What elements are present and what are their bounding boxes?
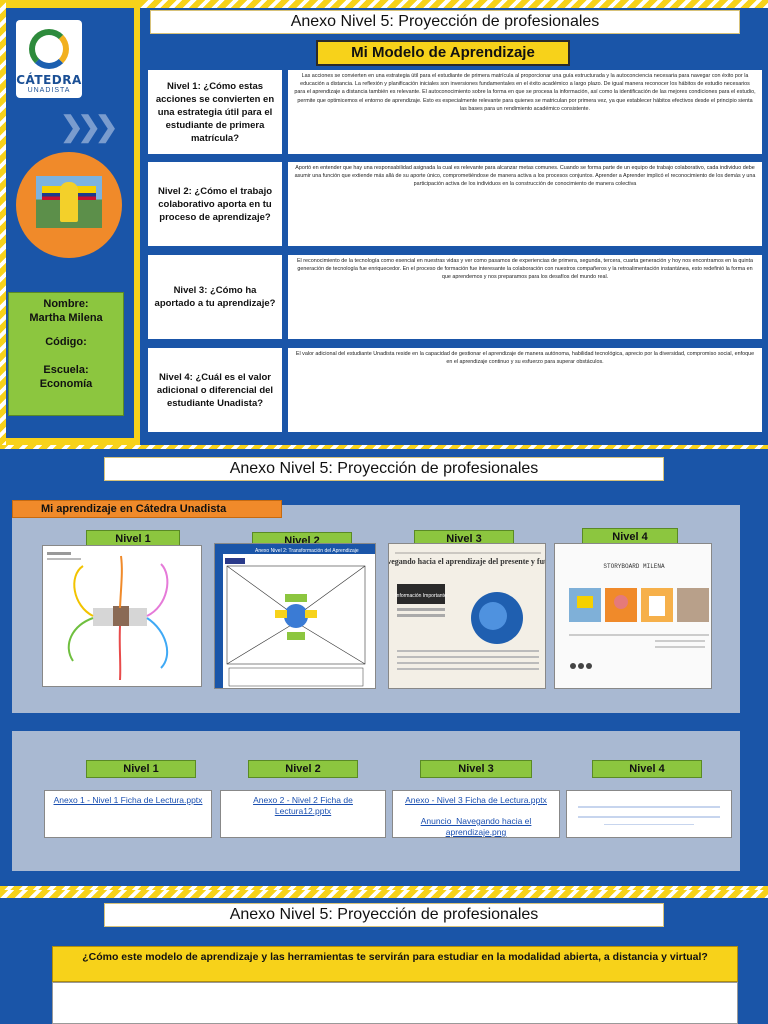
link-label-nivel-3: Nivel 3	[420, 760, 532, 778]
storyboard-image: STORYBOARD MILENA	[555, 544, 711, 688]
empty-link-lines	[578, 806, 720, 826]
level-row-4: Nivel 4: ¿Cuál es el valor adicional o d…	[148, 348, 764, 432]
logo-name: CÁTEDRA	[16, 73, 82, 87]
level-question: Nivel 2: ¿Cómo el trabajo colaborativo a…	[148, 162, 282, 246]
link-box-nivel-4	[566, 790, 732, 838]
thumb-label-nivel-1: Nivel 1	[86, 530, 180, 548]
thumb2-header: Anexo Nivel 2: Transformación del Aprend…	[255, 548, 359, 554]
level-answer[interactable]: El valor adicional del estudiante Unadis…	[288, 348, 762, 432]
link-label-nivel-2: Nivel 2	[248, 760, 358, 778]
link-label-nivel-1: Nivel 1	[86, 760, 196, 778]
section-divider	[0, 886, 768, 890]
level-row-1: Nivel 1: ¿Cómo estas acciones se convier…	[148, 70, 764, 154]
profile-photo	[16, 152, 122, 258]
school-value: Economía	[39, 378, 93, 390]
link-box-nivel-2: Anexo 2 - Nivel 2 Ficha de Lectura12.ppt…	[220, 790, 386, 838]
file-link-nivel-1[interactable]: Anexo 1 - Nivel 1 Ficha de Lectura.pptx	[53, 795, 203, 805]
thumbnail-nivel-1[interactable]	[42, 545, 202, 687]
school-label: Escuela:	[43, 364, 89, 376]
level-answer[interactable]: El reconocimiento de la tecnología como …	[288, 255, 762, 339]
model-subtitle: Mi Modelo de Aprendizaje	[316, 40, 570, 66]
file-link-nivel-2[interactable]: Anexo 2 - Nivel 2 Ficha de Lectura12.ppt…	[253, 795, 353, 816]
level-answer[interactable]: Las acciones se convierten en una estrat…	[288, 70, 762, 154]
person-figure	[60, 182, 78, 222]
name-label: Nombre:	[43, 298, 89, 310]
level-question: Nivel 4: ¿Cuál es el valor adicional o d…	[148, 348, 282, 432]
section1-title: Anexo Nivel 5: Proyección de profesional…	[150, 10, 740, 34]
thumbnail-nivel-3[interactable]: Navegando hacia el aprendizaje del prese…	[388, 543, 546, 689]
link-box-nivel-1: Anexo 1 - Nivel 1 Ficha de Lectura.pptx	[44, 790, 212, 838]
level-question: Nivel 1: ¿Cómo estas acciones se convier…	[148, 70, 282, 154]
logo-sub: UNADISTA	[27, 87, 71, 94]
link-label-nivel-4: Nivel 4	[592, 760, 702, 778]
link-box-nivel-3: Anexo - Nivel 3 Ficha de Lectura.pptx An…	[392, 790, 560, 838]
file-link-anuncio[interactable]: Anuncio_Navegando hacia el aprendizaje.p…	[420, 816, 532, 837]
transformation-diagram-image: Anexo Nivel 2: Transformación del Aprend…	[215, 544, 375, 688]
stripe-border	[0, 0, 6, 445]
photo-scene	[36, 176, 102, 228]
catedra-logo: CÁTEDRA UNADISTA	[16, 20, 82, 98]
name-value: Martha Milena	[29, 312, 103, 324]
code-label: Código:	[45, 336, 87, 348]
level-answer[interactable]: Aportó en entender que hay una responsab…	[288, 162, 762, 246]
section2-title: Anexo Nivel 5: Proyección de profesional…	[104, 457, 664, 481]
stripe-border-top	[0, 890, 768, 898]
chevron-arrows-icon: ❯❯❯	[60, 111, 118, 142]
thumb3-title: Navegando hacia el aprendizaje del prese…	[389, 557, 546, 566]
thumb4-title: STORYBOARD MILENA	[603, 563, 665, 570]
newspaper-image: Navegando hacia el aprendizaje del prese…	[389, 544, 546, 688]
section-divider	[0, 445, 768, 449]
logo-mark-icon	[29, 29, 69, 69]
mind-map-image	[47, 552, 169, 681]
student-info-card: Nombre: Martha Milena Código: Escuela: E…	[8, 292, 124, 416]
stripe-border-top	[140, 0, 768, 8]
thumb3-box: Información Importante	[395, 593, 447, 599]
thumbnail-nivel-4[interactable]: STORYBOARD MILENA	[554, 543, 712, 689]
level-question: Nivel 3: ¿Cómo ha aportado a tu aprendiz…	[148, 255, 282, 339]
level-row-2: Nivel 2: ¿Cómo el trabajo colaborativo a…	[148, 162, 764, 246]
learning-banner: Mi aprendizaje en Cátedra Unadista	[12, 500, 282, 518]
reflection-question: ¿Cómo este modelo de aprendizaje y las h…	[52, 946, 738, 982]
reflection-answer-box[interactable]	[52, 982, 738, 1024]
section3-title: Anexo Nivel 5: Proyección de profesional…	[104, 903, 664, 927]
level-row-3: Nivel 3: ¿Cómo ha aportado a tu aprendiz…	[148, 255, 764, 339]
file-link-nivel-3[interactable]: Anexo - Nivel 3 Ficha de Lectura.pptx	[405, 795, 547, 805]
thumbnail-nivel-2[interactable]: Anexo Nivel 2: Transformación del Aprend…	[214, 543, 376, 689]
